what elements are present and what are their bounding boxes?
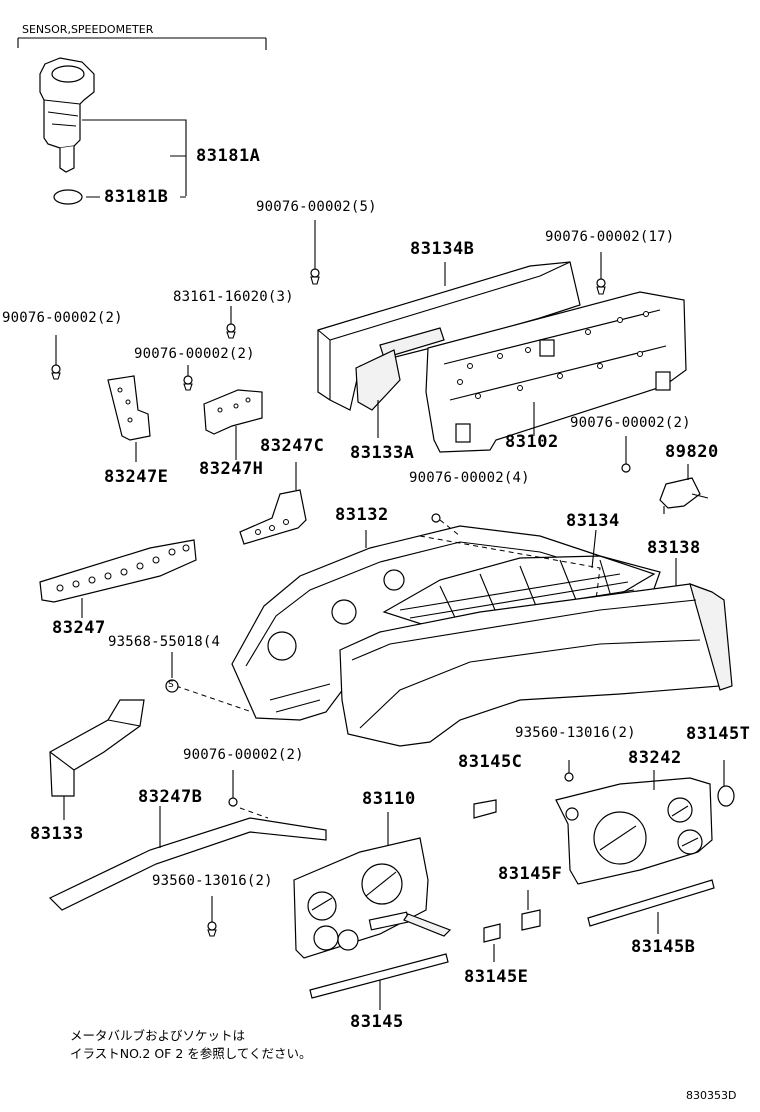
part-label-83102[interactable]: 83102: [505, 432, 559, 452]
part-label-83247E[interactable]: 83247E: [104, 467, 169, 487]
part-label-83145[interactable]: 83145: [350, 1012, 404, 1032]
part-label-83132[interactable]: 83132: [335, 505, 389, 525]
part-label-90076-00002-2-lower[interactable]: 90076-00002(2): [183, 747, 304, 763]
part-label-90076-00002-2-right[interactable]: 90076-00002(2): [570, 415, 691, 431]
meter-face-83110: [293, 837, 452, 959]
speedometer-sensor: [39, 57, 95, 173]
part-label-83181A[interactable]: 83181A: [196, 146, 261, 166]
part-label-83134[interactable]: 83134: [566, 511, 620, 531]
part-label-83247H[interactable]: 83247H: [199, 459, 264, 479]
part-label-90076-00002-2-left[interactable]: 90076-00002(2): [2, 310, 123, 326]
footnote-line-1: メータバルブおよびソケットは: [70, 1028, 246, 1043]
part-label-83247C[interactable]: 83247C: [260, 436, 325, 456]
lens-83145E: [483, 923, 501, 943]
o-ring: [53, 189, 83, 205]
part-label-93560-13016-2-left[interactable]: 93560-13016(2): [152, 873, 273, 889]
part-label-90076-00002-4[interactable]: 90076-00002(4): [409, 470, 530, 486]
screw-group: [51, 220, 631, 937]
part-label-83242[interactable]: 83242: [628, 748, 682, 768]
part-label-83247B[interactable]: 83247B: [138, 787, 203, 807]
bracket-83247C: [239, 489, 307, 545]
part-label-93568-55018[interactable]: 93568-55018(4: [108, 634, 221, 650]
printed-circuit-83102: [425, 291, 687, 453]
part-label-83138[interactable]: 83138: [647, 538, 701, 558]
part-label-83145B[interactable]: 83145B: [631, 937, 696, 957]
part-label-89820[interactable]: 89820: [665, 442, 719, 462]
part-label-83161-16020[interactable]: 83161-16020(3): [173, 289, 294, 305]
bracket-83133: [49, 699, 145, 797]
strip-83145: [309, 953, 449, 999]
lens-83145F: [521, 909, 541, 931]
part-label-90076-00002-5[interactable]: 90076-00002(5): [256, 199, 377, 215]
part-label-83133A[interactable]: 83133A: [350, 443, 415, 463]
part-label-83145C[interactable]: 83145C: [458, 752, 523, 772]
part-label-83133[interactable]: 83133: [30, 824, 84, 844]
strip-83145B: [587, 879, 715, 927]
bracket-83247E: [107, 375, 151, 441]
lens-83145T: [717, 785, 735, 807]
part-83133A: [355, 349, 401, 411]
part-label-83134B[interactable]: 83134B: [410, 239, 475, 259]
diagram-code: 830353D: [686, 1089, 737, 1102]
s-mark: S: [168, 680, 174, 690]
rod-83247B: [48, 806, 327, 911]
s-mark-circle: [165, 679, 179, 693]
part-label-83181B[interactable]: 83181B: [104, 187, 169, 207]
panel-83138: [339, 583, 733, 747]
bracket-83247H: [203, 389, 263, 435]
part-label-83247[interactable]: 83247: [52, 618, 106, 638]
part-label-93560-13016-2-right[interactable]: 93560-13016(2): [515, 725, 636, 741]
meter-face-83242: [555, 777, 713, 885]
part-label-90076-00002-17[interactable]: 90076-00002(17): [545, 229, 675, 245]
part-label-90076-00002-2-mid[interactable]: 90076-00002(2): [134, 346, 255, 362]
lens-83145C: [473, 799, 497, 819]
part-label-83110[interactable]: 83110: [362, 789, 416, 809]
part-89820: [659, 477, 709, 514]
part-label-83145T[interactable]: 83145T: [686, 724, 751, 744]
plate-83247: [39, 539, 197, 603]
footnote-line-2: イラストNO.2 OF 2 を参照してください。: [70, 1046, 312, 1061]
part-label-83145E[interactable]: 83145E: [464, 967, 529, 987]
part-label-83145F[interactable]: 83145F: [498, 864, 563, 884]
section-title: SENSOR,SPEEDOMETER: [22, 23, 154, 36]
